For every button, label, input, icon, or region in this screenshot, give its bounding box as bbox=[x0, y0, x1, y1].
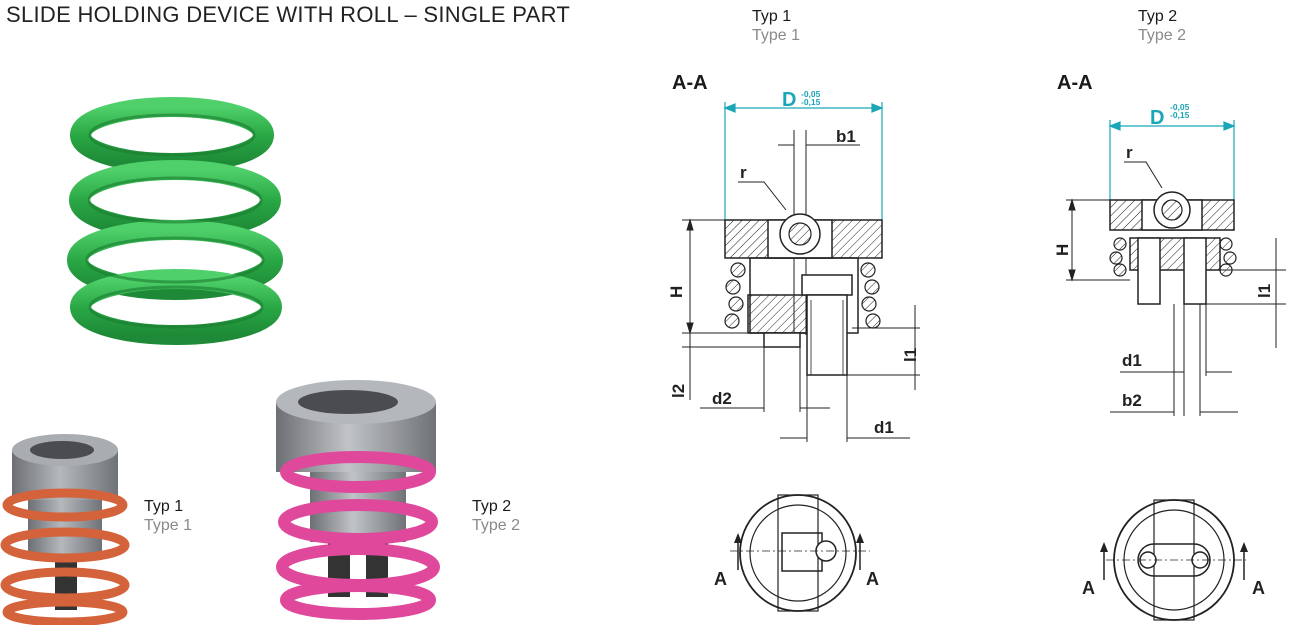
d2-cut-right: A bbox=[1252, 578, 1265, 598]
d1-tol-lower: -0,15 bbox=[801, 97, 821, 107]
type2-section-drawing: D -0,05 -0,15 r H l1 d1 b2 bbox=[1053, 102, 1286, 416]
type2-label-de: Typ 2 bbox=[472, 498, 512, 515]
d2-r: r bbox=[1126, 143, 1133, 162]
type1-product-image bbox=[0, 434, 130, 625]
drawing1-section-label: A-A bbox=[672, 72, 708, 94]
green-spring-image bbox=[67, 97, 283, 345]
type2-product-image bbox=[276, 380, 440, 620]
d1-d1: d1 bbox=[874, 418, 894, 437]
d1-H: H bbox=[667, 286, 686, 298]
type2-photo-label: Typ 2 Type 2 bbox=[472, 497, 520, 535]
d2-l1: l1 bbox=[1255, 284, 1274, 298]
d1-l2: l2 bbox=[669, 384, 688, 398]
d2-cut-left: A bbox=[1082, 578, 1095, 598]
drawing1-heading: Typ 1 Type 1 bbox=[752, 7, 800, 45]
d1-b1: b1 bbox=[836, 127, 856, 146]
type1-top-view: A A bbox=[714, 494, 879, 612]
d2-d1: d1 bbox=[1122, 351, 1142, 370]
d1-r: r bbox=[740, 163, 747, 182]
d1-cut-left: A bbox=[714, 569, 727, 589]
d1-d2: d2 bbox=[712, 389, 732, 408]
type1-label-de: Typ 1 bbox=[144, 498, 184, 515]
d1-dim-D: D bbox=[782, 90, 796, 111]
drawing2-heading: Typ 2 Type 2 bbox=[1138, 7, 1186, 45]
d2-H: H bbox=[1053, 244, 1072, 256]
drawing2-section-label: A-A bbox=[1057, 72, 1093, 94]
drawing1-title-de: Typ 1 bbox=[752, 8, 792, 25]
type1-section-drawing: D -0,05 -0,15 b1 r H l2 l1 bbox=[667, 90, 920, 442]
type2-label-en: Type 2 bbox=[472, 517, 521, 534]
drawing2-title-de: Typ 2 bbox=[1138, 8, 1178, 25]
d2-dim-D: D bbox=[1150, 107, 1164, 129]
d2-b2: b2 bbox=[1122, 391, 1142, 410]
page-title: SLIDE HOLDING DEVICE WITH ROLL – SINGLE … bbox=[6, 2, 571, 27]
type1-label-en: Type 1 bbox=[144, 517, 193, 534]
type1-photo-label: Typ 1 Type 1 bbox=[144, 497, 192, 535]
drawing2-title-en: Type 2 bbox=[1138, 27, 1187, 44]
d1-cut-right: A bbox=[866, 569, 879, 589]
d2-tol-lower: -0,15 bbox=[1170, 110, 1190, 120]
d1-l1: l1 bbox=[901, 348, 920, 362]
d1-tol-upper: -0,05 bbox=[801, 90, 821, 99]
type2-top-view: A A bbox=[1082, 499, 1265, 621]
drawing1-title-en: Type 1 bbox=[752, 27, 801, 44]
d2-tol-upper: -0,05 bbox=[1170, 102, 1190, 112]
